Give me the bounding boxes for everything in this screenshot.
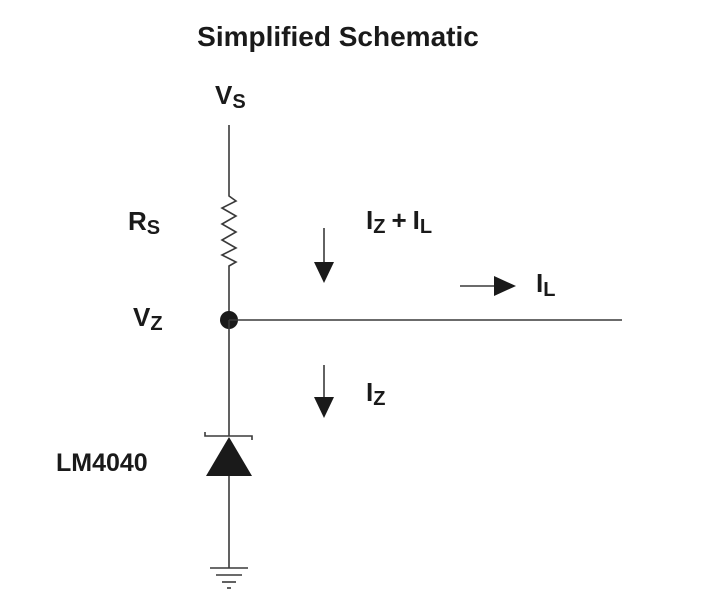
load-current-sub: L <box>543 279 555 301</box>
zener-current-arrow <box>314 365 334 418</box>
source-current-a-main: I <box>366 205 373 235</box>
reference-label: LM4040 <box>56 449 148 477</box>
resistor-label: RS <box>128 206 160 239</box>
resistor-label-sub: S <box>147 217 160 239</box>
zener-current-label: IZ <box>366 377 385 410</box>
source-current-label: IZ+IL <box>366 205 432 238</box>
ground-symbol <box>210 567 248 589</box>
load-current-arrow <box>460 276 516 296</box>
source-current-b-main: I <box>413 205 420 235</box>
zener-current-main: I <box>366 377 373 407</box>
supply-voltage-label: VS <box>215 80 246 113</box>
resistor-symbol <box>220 190 238 272</box>
source-current-a-sub: Z <box>373 216 385 238</box>
source-current-b-sub: L <box>420 216 432 238</box>
load-current-label: IL <box>536 268 555 301</box>
resistor-label-main: R <box>128 206 147 236</box>
zener-cathode-bar <box>204 432 253 440</box>
supply-voltage-main: V <box>215 80 233 110</box>
zener-voltage-main: V <box>133 302 151 332</box>
load-current-main: I <box>536 268 543 298</box>
source-current-arrow <box>314 228 334 283</box>
zener-current-sub: Z <box>373 388 385 410</box>
zener-voltage-sub: Z <box>150 313 162 335</box>
source-current-plus: + <box>391 205 406 235</box>
diagram-title: Simplified Schematic <box>197 21 479 52</box>
zener-triangle <box>206 437 252 476</box>
zener-voltage-label: VZ <box>133 302 163 335</box>
supply-voltage-sub: S <box>232 91 245 113</box>
